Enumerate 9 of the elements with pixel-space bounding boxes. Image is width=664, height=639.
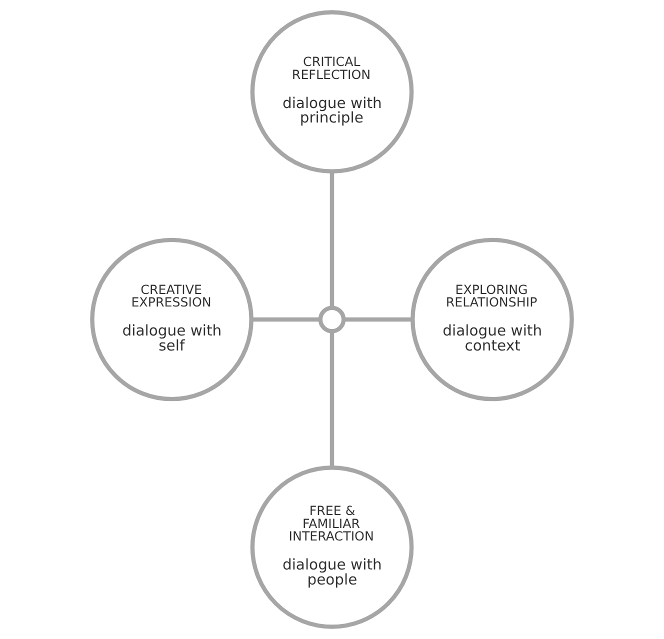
node-circle [318, 306, 346, 334]
node-circle: EXPLORING RELATIONSHIP dialogue with context [410, 238, 574, 402]
connector [330, 331, 334, 468]
node-circle: FREE & FAMILIAR INTERACTION dialogue with people [250, 465, 414, 629]
connector [330, 171, 334, 308]
node-circle: CRITICAL REFLECTION dialogue with principle [250, 10, 414, 174]
node-circle: CREATIVE EXPRESSION dialogue with self [90, 238, 254, 402]
connector [252, 317, 320, 322]
connector [344, 317, 413, 322]
